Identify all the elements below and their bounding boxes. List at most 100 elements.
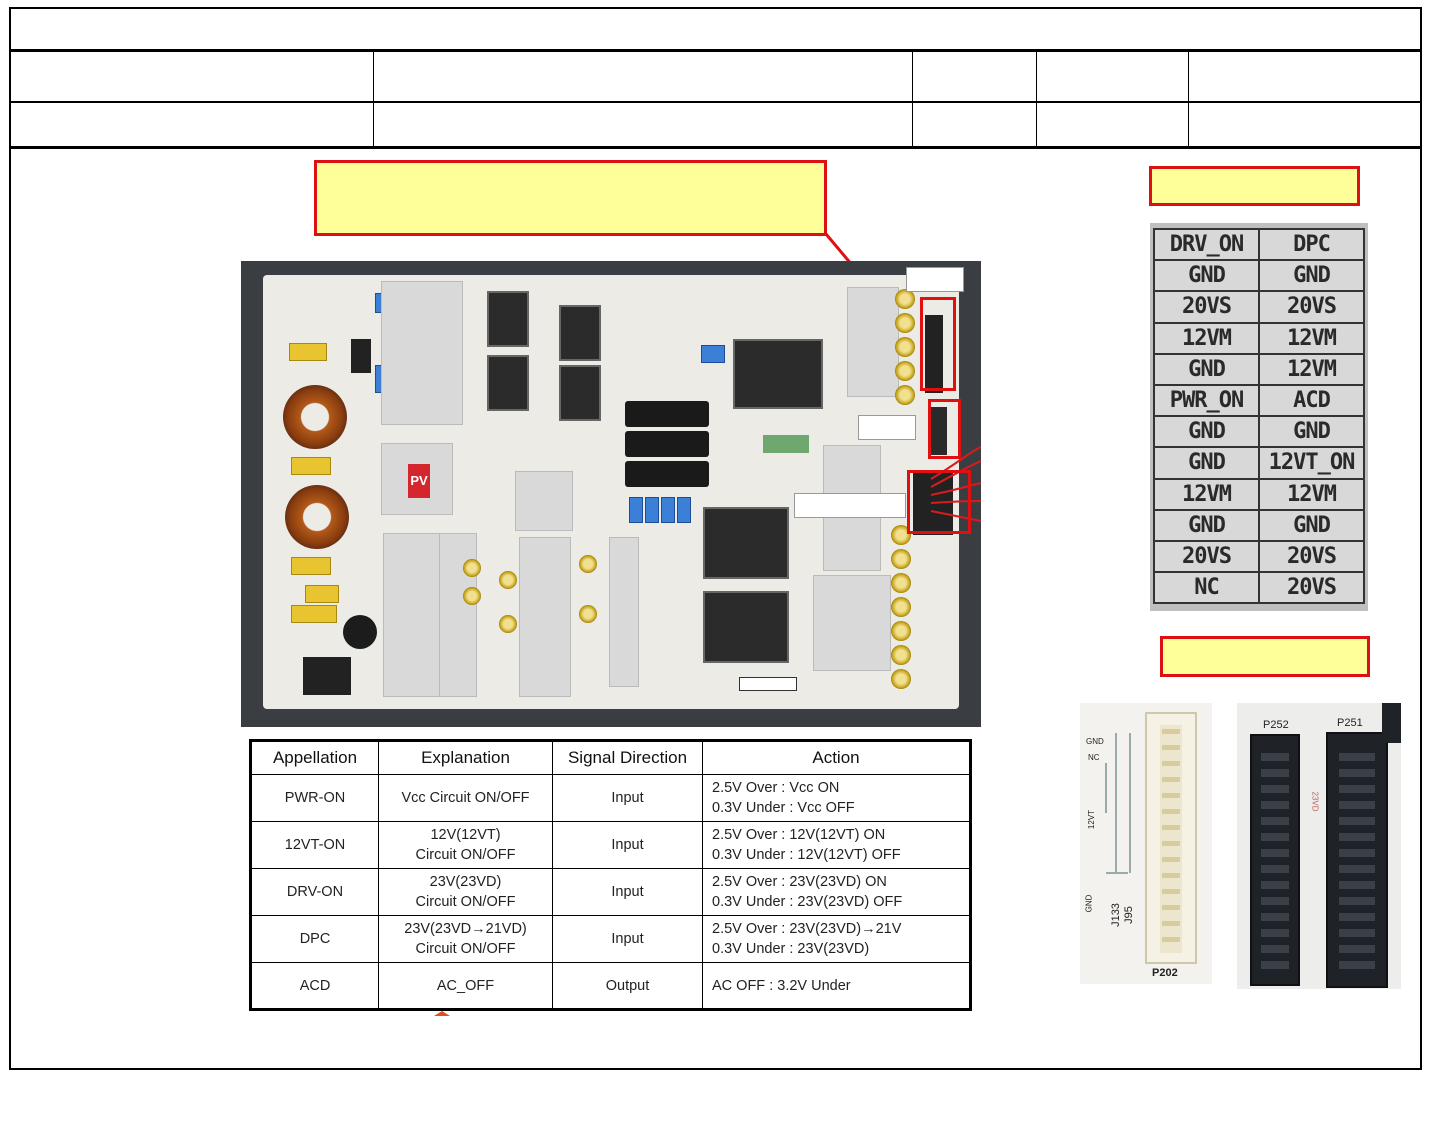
callout-box-connectors xyxy=(1160,636,1370,677)
label-p202: P202 xyxy=(1152,967,1178,979)
pin-label: GND xyxy=(1153,415,1260,449)
cell-explanation: 23V(23VD→21VD) Circuit ON/OFF xyxy=(378,915,553,963)
pcb-board: PV xyxy=(263,275,959,709)
pin-label: 20VS xyxy=(1153,539,1260,574)
pin-label: 12VM xyxy=(1258,477,1365,511)
pin-label: 12VT_ON xyxy=(1258,446,1365,480)
pv-heatsink: PV xyxy=(381,443,453,515)
explanation-line: 12V(12VT) xyxy=(430,827,501,843)
header-action: Action xyxy=(702,740,971,775)
action-line: 0.3V Under : Vcc OFF xyxy=(712,800,855,816)
cell-appellation: DPC xyxy=(250,915,379,963)
header-divider xyxy=(9,101,1422,103)
cell-appellation: 12VT-ON xyxy=(250,821,379,869)
header-divider xyxy=(9,49,1422,52)
header-cell xyxy=(9,103,374,147)
action-line: 0.3V Under : 23V(23VD) xyxy=(712,941,870,957)
cell-appellation: PWR-ON xyxy=(250,774,379,822)
cell-signal-direction: Output xyxy=(552,962,703,1010)
cell-appellation: ACD xyxy=(250,962,379,1010)
connector-photo-p252-p251: P252 P251 23VD xyxy=(1237,703,1401,989)
explanation-line: AC_OFF xyxy=(436,977,495,994)
header-cell xyxy=(1037,103,1189,147)
action-line: 2.5V Over : 12V(12VT) ON xyxy=(712,827,886,843)
action-line: AC OFF : 3.2V Under xyxy=(712,977,851,994)
action-line: 0.3V Under : 12V(12VT) OFF xyxy=(712,847,901,863)
signal-table-header: Appellation Explanation Signal Direction… xyxy=(250,740,971,775)
pin-label: 20VS xyxy=(1258,290,1365,324)
cell-action: 2.5V Over : 23V(23VD) ON 0.3V Under : 23V… xyxy=(702,868,971,916)
silk-gnd: GND xyxy=(1086,737,1104,746)
cell-signal-direction: Input xyxy=(552,868,703,916)
action-line: 0.3V Under : 23V(23VD) OFF xyxy=(712,894,903,910)
cell-explanation: Vcc Circuit ON/OFF xyxy=(378,774,553,822)
explanation-line: Circuit ON/OFF xyxy=(415,847,516,863)
label-p251: P251 xyxy=(1337,717,1363,729)
header-cell xyxy=(1037,52,1189,102)
pin-label: GND xyxy=(1153,352,1260,386)
pin-label: 20VS xyxy=(1258,539,1365,574)
tag-connector-bottom xyxy=(794,493,906,518)
pin-label: 12VM xyxy=(1258,321,1365,355)
callout-box-pin-map xyxy=(1149,166,1360,206)
callout-box-main xyxy=(314,160,827,236)
highlight-connector-middle xyxy=(928,399,961,459)
header-signal-direction: Signal Direction xyxy=(552,740,703,775)
pin-label: DPC xyxy=(1258,228,1365,262)
pin-label: DRV_ON xyxy=(1153,228,1260,262)
cell-action: 2.5V Over : 23V(23VD)→21V 0.3V Under : 23… xyxy=(702,915,971,963)
cell-appellation: DRV-ON xyxy=(250,868,379,916)
cell-action: AC OFF : 3.2V Under xyxy=(702,962,971,1010)
cell-action: 2.5V Over : 12V(12VT) ON 0.3V Under : 12V… xyxy=(702,821,971,869)
explanation-line: 23V(23VD→21VD) xyxy=(404,921,527,937)
pin-label: 12VM xyxy=(1153,477,1260,511)
explanation-line: Circuit ON/OFF xyxy=(415,941,516,957)
cell-signal-direction: Input xyxy=(552,915,703,963)
cell-explanation: 23V(23VD) Circuit ON/OFF xyxy=(378,868,553,916)
explanation-line: Vcc Circuit ON/OFF xyxy=(401,790,530,806)
header-cell xyxy=(913,52,1037,102)
header-cell xyxy=(9,52,374,102)
silk-nc: NC xyxy=(1088,753,1100,762)
signal-table-row: ACD AC_OFF Output AC OFF : 3.2V Under xyxy=(250,962,971,1010)
pin-label: PWR_ON xyxy=(1153,383,1260,418)
label-p252: P252 xyxy=(1263,719,1289,731)
pin-label: GND xyxy=(1258,259,1365,293)
pin-label: GND xyxy=(1153,259,1260,293)
header-row-2 xyxy=(9,103,1422,147)
header-divider xyxy=(9,146,1422,149)
pin-label: 20VS xyxy=(1153,290,1260,324)
header-cell xyxy=(374,52,913,102)
pin-label: GND xyxy=(1258,508,1365,542)
tag-connector-top xyxy=(906,267,964,292)
pin-label: 20VS xyxy=(1258,571,1365,605)
tag-connector-middle xyxy=(858,415,916,440)
header-explanation: Explanation xyxy=(378,740,553,775)
cell-explanation: AC_OFF xyxy=(378,962,553,1010)
pin-label: GND xyxy=(1153,508,1260,542)
cell-explanation: 12V(12VT) Circuit ON/OFF xyxy=(378,821,553,869)
pin-label: ACD xyxy=(1258,383,1365,418)
explanation-line: Circuit ON/OFF xyxy=(415,894,516,910)
header-appellation: Appellation xyxy=(250,740,379,775)
action-line: 2.5V Over : 23V(23VD) ON xyxy=(712,874,887,890)
cell-signal-direction: Input xyxy=(552,821,703,869)
highlight-connector-bottom xyxy=(907,470,971,534)
header-cell xyxy=(374,103,913,147)
pin-label: 12VM xyxy=(1258,352,1365,386)
header-cell xyxy=(913,103,1037,147)
page-frame xyxy=(9,7,1422,1070)
marker-triangle xyxy=(434,1011,450,1016)
pv-label: PV xyxy=(408,464,430,498)
header-row-1 xyxy=(9,52,1422,102)
action-line: 2.5V Over : 23V(23VD)→21V xyxy=(712,921,902,937)
pin-label: NC xyxy=(1153,571,1260,605)
cell-signal-direction: Input xyxy=(552,774,703,822)
explanation-line: 23V(23VD) xyxy=(429,874,502,890)
